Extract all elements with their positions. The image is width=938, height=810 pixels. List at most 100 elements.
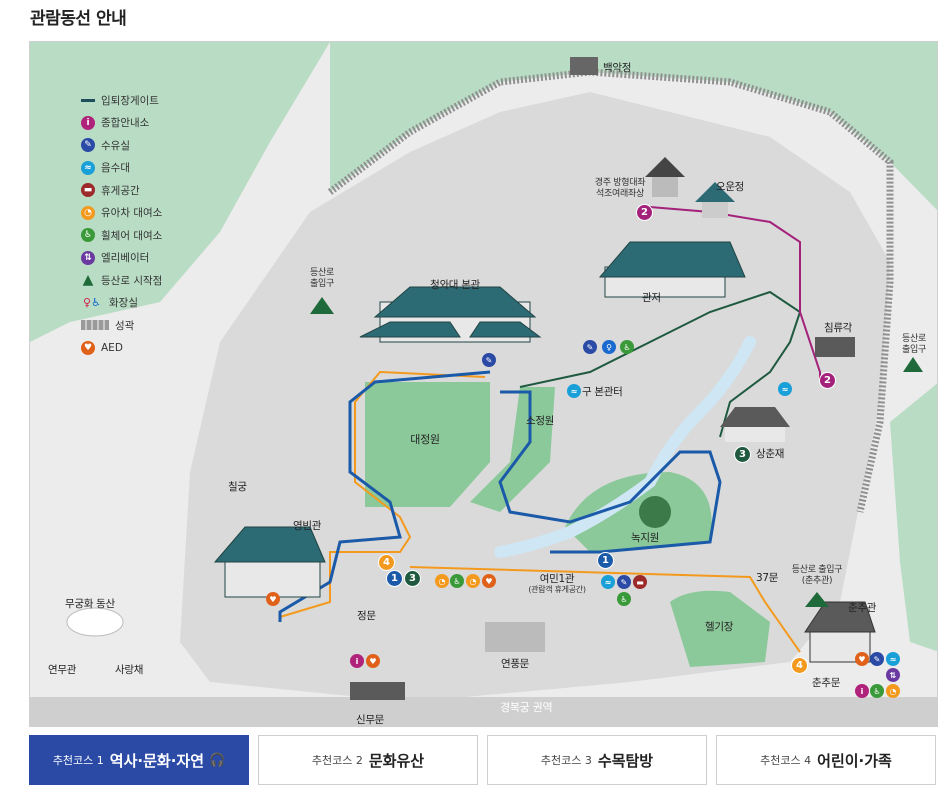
course3-marker-gate[interactable]: 3: [404, 570, 421, 587]
rest-area-icon: ▬: [80, 182, 96, 198]
drinking-fountain-icon: ≈: [80, 160, 96, 176]
mountain-west: [30, 42, 330, 342]
label-jeongmun: 정문: [357, 610, 376, 622]
label-gate37: 37문: [756, 572, 779, 584]
legend-item: i 종합안내소: [80, 115, 149, 131]
drinking-fountain-icon-yeomin: ≈: [601, 575, 615, 589]
legend-label: 입퇴장게이트: [101, 94, 159, 107]
chimnyu-pavilion: [815, 337, 855, 357]
mountain-north: [330, 42, 937, 210]
wheelchair-icon-chunchu: ♿: [870, 684, 884, 698]
sinmumun-gate: [350, 682, 405, 700]
sangchunjae-building: [720, 407, 790, 442]
label-main-building: 청와대 본관: [430, 279, 480, 291]
trailhead-west: [310, 297, 334, 314]
road-bottom: [30, 697, 937, 726]
course4-marker-chunchu[interactable]: 4: [791, 657, 808, 674]
course2-marker-buddha[interactable]: 2: [636, 204, 653, 221]
stroller-icon: ◔: [435, 574, 449, 588]
tab-course-3[interactable]: 추천코스 3 수목탐방: [487, 735, 707, 785]
label-gwanjeo: 관저: [642, 292, 661, 304]
course1-marker-gate[interactable]: 1: [386, 570, 403, 587]
tab-course-4-name: 어린이·가족: [817, 751, 892, 770]
course3-marker-sangchunjae[interactable]: 3: [734, 446, 751, 463]
tab-course-4[interactable]: 추천코스 4 어린이·가족: [716, 735, 936, 785]
tab-course-3-name: 수목탐방: [597, 751, 654, 770]
bugak-pavilion: [570, 57, 598, 75]
tab-course-4-prefix: 추천코스 4: [760, 754, 812, 767]
nokjiwon-tree: [639, 496, 671, 528]
label-yeonmugwan: 연무관: [48, 664, 77, 676]
info-icon: i: [80, 115, 96, 131]
label-yeongbingwan: 영빈관: [293, 520, 322, 532]
label-bugak: 백악정: [603, 62, 632, 74]
tab-course-1[interactable]: 추천코스 1 역사·문화·자연 🎧: [29, 735, 249, 785]
stroller-icon-2: ◔: [466, 574, 480, 588]
gwanjeo-building: [598, 241, 746, 298]
nursing-room-icon: ✎: [583, 340, 597, 354]
legend-label: 엘리베이터: [101, 252, 150, 264]
label-sojeongwon: 소정원: [525, 415, 555, 427]
elevator-icon: ⇅: [886, 668, 900, 682]
mountain-east: [890, 383, 937, 652]
legend-item: ♀♿화장실: [80, 295, 138, 311]
tab-course-2-name: 문화유산: [368, 751, 425, 770]
legend-item: ▲ 등산로 시작점: [80, 272, 163, 288]
label-old-annex: 구 본관터: [582, 386, 623, 398]
label-yeomin: 여민1관: [539, 573, 575, 585]
label-gyeongbok: 경복궁 권역: [500, 701, 553, 714]
gate-line-icon: [80, 92, 96, 108]
label-sinmumun: 신무문: [355, 714, 385, 726]
label-yeonpungmun: 연풍문: [500, 658, 530, 670]
buddha-pavilion: [645, 157, 685, 197]
legend-label: 음수대: [101, 162, 130, 174]
trailhead-icon: ▲: [82, 272, 94, 288]
label-oun: 오운정: [715, 181, 745, 193]
tab-course-2[interactable]: 추천코스 2 문화유산: [258, 735, 478, 785]
castle-wall-icon: [80, 317, 110, 333]
label-yeomin-sub: (관람객 휴게공간): [528, 585, 586, 594]
label-sangchunjae: 상춘재: [756, 448, 785, 460]
course1-marker-nokjiwon[interactable]: 1: [597, 552, 614, 569]
info-icon: i: [350, 654, 364, 668]
legend-item: ◔유아차 대여소: [80, 205, 162, 221]
label-chunchugwan: 춘추관: [848, 602, 877, 614]
legend-label: 유아차 대여소: [101, 207, 163, 219]
label-buddha: 경주 방형대좌 석조여래좌상: [594, 178, 646, 199]
legend-item: ♥ AED: [80, 340, 123, 356]
wheelchair-icon: ♿: [620, 340, 634, 354]
legend-label: 종합안내소: [101, 117, 150, 129]
tab-course-3-prefix: 추천코스 3: [540, 754, 592, 767]
headset-icon: 🎧: [209, 752, 226, 768]
page-title: 관람동선 안내: [30, 9, 127, 29]
aed-icon: ♥: [80, 340, 96, 356]
legend-label: 등산로 시작점: [101, 274, 163, 287]
legend-item: ✎수유실: [80, 137, 130, 153]
oun-pavilion: [695, 182, 735, 218]
legend-item: ⇅엘리베이터: [80, 250, 149, 266]
aed-icon-yeongbin: ♥: [266, 592, 280, 606]
label-daejeongwon: 대정원: [410, 433, 440, 446]
yeongbingwan-building: [213, 526, 326, 598]
nursing-room-icon-yeomin: ✎: [617, 575, 631, 589]
legend-label: 휴게공간: [101, 184, 140, 197]
label-heliport: 헬기장: [705, 621, 734, 633]
nursing-room-icon-chunchu: ✎: [870, 652, 884, 666]
trailhead-east: [903, 357, 923, 372]
mugunghwa-garden: [66, 607, 124, 637]
course4-marker-gate[interactable]: 4: [378, 554, 395, 571]
legend-item: 성곽: [80, 317, 134, 333]
toilet-icon: ♀♿: [83, 296, 101, 309]
map-canvas: [30, 42, 937, 726]
label-sarangchae: 사랑채: [115, 664, 144, 676]
legend-label: AED: [101, 341, 123, 354]
label-hiking-west: 등산로 출입구: [310, 268, 334, 289]
label-nokjiwon: 녹지원: [630, 532, 660, 544]
heliport-lawn: [670, 590, 770, 667]
main-building: [359, 286, 542, 343]
restroom-water-icon: ✎: [80, 137, 96, 153]
aed-icon-chunchu: ♥: [855, 652, 869, 666]
course2-marker-chimnyu[interactable]: 2: [819, 372, 836, 389]
label-hiking-east: 등산로 출입구: [902, 334, 926, 355]
